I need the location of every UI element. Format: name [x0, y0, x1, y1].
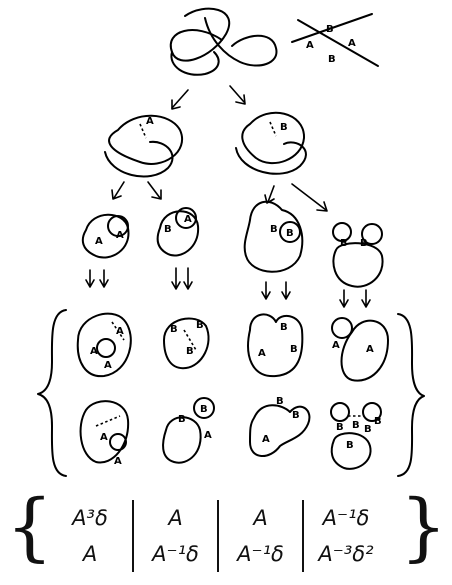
- result-cell: A³δ: [72, 506, 108, 530]
- row3-label-4: B: [170, 324, 178, 335]
- level1-label-a: A: [146, 116, 154, 127]
- row4-label-8: A: [262, 434, 270, 445]
- row3-label-1: A: [90, 346, 98, 357]
- result-cell: A: [217, 500, 303, 536]
- row3-label-8: A: [258, 348, 266, 359]
- result-cell: A⁻³δ²: [302, 536, 388, 572]
- result-cell: A⁻¹δ: [217, 536, 303, 572]
- level2-label-3: B: [164, 224, 172, 235]
- row3-label-9: B: [290, 344, 298, 355]
- level1-arrows: [171, 85, 246, 110]
- row3-label-7: B: [280, 322, 288, 333]
- crossing-label-b-bottom: B: [328, 54, 336, 65]
- result-cell: A⁻¹δ: [132, 536, 218, 572]
- result-cell: A⁻¹δ: [302, 500, 388, 536]
- row4-label-5: A: [204, 430, 212, 441]
- row3-label-3: A: [116, 326, 124, 337]
- level2-label-7: B: [340, 238, 348, 249]
- bracket-result-table: A³δ A A A⁻¹δ A A⁻¹δ A⁻¹δ A⁻³δ²: [48, 500, 388, 572]
- row3-label-10: A: [332, 340, 340, 351]
- level1-label-b: B: [280, 122, 288, 133]
- right-brace: }: [400, 484, 448, 570]
- row4-label-2: A: [114, 456, 122, 467]
- row4-label-6: B: [276, 396, 284, 407]
- result-cell: A: [82, 542, 98, 566]
- trefoil-knot: [169, 7, 278, 76]
- left-large-brace: [37, 309, 67, 477]
- table-row: A³δ A A A⁻¹δ: [48, 500, 388, 536]
- crossing-label-a-right: A: [348, 38, 356, 49]
- level2-label-6: B: [286, 228, 294, 239]
- row3-label-6: B: [196, 320, 204, 331]
- level3-arrows: [85, 267, 371, 308]
- result-cell: A: [132, 500, 218, 536]
- row4-label-9: B: [336, 422, 344, 433]
- table-row: A A⁻¹δ A⁻¹δ A⁻³δ²: [48, 536, 388, 572]
- row4-label-12: B: [374, 416, 382, 427]
- smoothing-row3: A A A B B B B A B A A B B B A: [76, 312, 389, 382]
- row4-label-1: A: [100, 432, 108, 443]
- right-large-brace: [397, 313, 425, 477]
- level2-arrows: [111, 181, 328, 212]
- level2-label-1: A: [95, 236, 103, 247]
- crossing-label-b-top: B: [326, 24, 334, 35]
- level2-label-2: A: [116, 230, 124, 241]
- smoothing-level1-b: B: [235, 111, 307, 175]
- row3-label-2: A: [104, 360, 112, 371]
- smoothing-row4: A A B B A B B A B B B B B: [79, 396, 382, 470]
- crossing-label-a-left: A: [306, 40, 314, 51]
- level2-label-8: B: [360, 238, 368, 249]
- crossing-key: B A A B: [291, 13, 379, 67]
- left-brace: {: [6, 484, 54, 570]
- row3-label-11: A: [366, 344, 374, 355]
- level2-label-4: A: [184, 214, 192, 225]
- row4-label-10: B: [352, 420, 360, 431]
- row-braces: [37, 309, 425, 477]
- row4-label-3: B: [178, 414, 186, 425]
- row3-label-5: B: [186, 346, 194, 357]
- row4-label-4: B: [200, 404, 208, 415]
- row4-label-11: B: [364, 424, 372, 435]
- smoothing-level2: A A B A B B B B: [81, 200, 384, 288]
- level2-label-5: B: [270, 224, 278, 235]
- row4-label-13: B: [346, 440, 354, 451]
- smoothing-level1-a: A: [104, 114, 183, 178]
- row4-label-7: B: [292, 410, 300, 421]
